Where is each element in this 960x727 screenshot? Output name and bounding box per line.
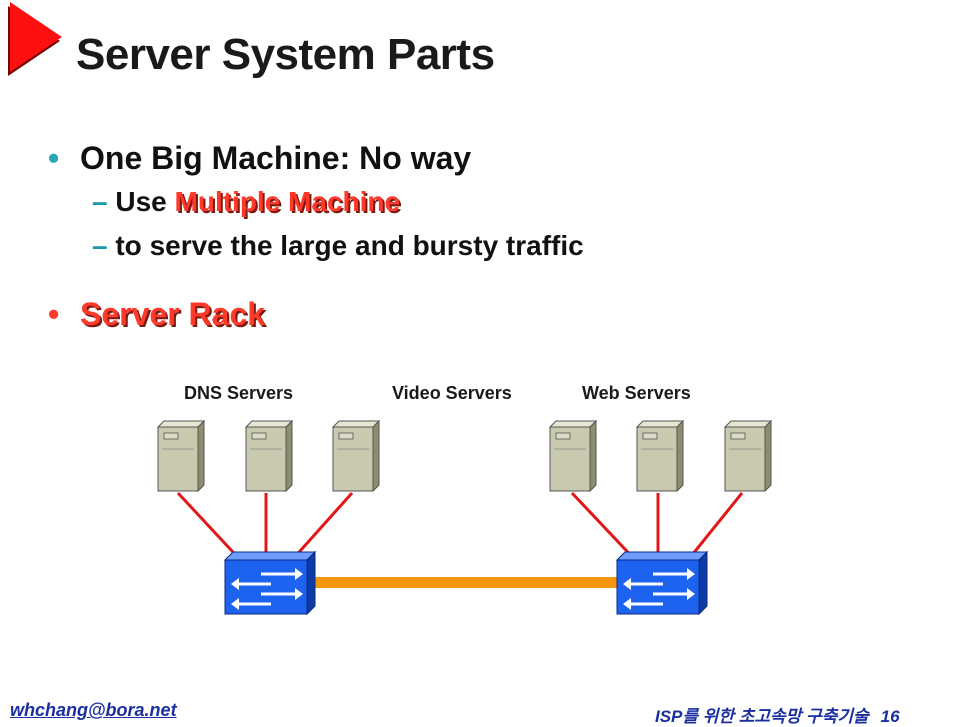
link-line [686, 492, 744, 561]
sub-bullet-item: – Use Multiple Machine [92, 186, 400, 218]
link-line [290, 491, 354, 562]
server-tower-icon [549, 420, 597, 492]
sub-bullet-dash: – [92, 186, 108, 217]
trunk-link [310, 577, 622, 588]
network-switch-icon [615, 550, 709, 616]
sub-bullet-prefix: Use [115, 186, 175, 217]
server-tower-icon [332, 420, 380, 492]
video-servers-label: Video Servers [392, 383, 512, 403]
bullet-dot-icon: • [48, 140, 60, 176]
bullet-text: Server Rack [80, 296, 266, 332]
server-tower-icon [724, 420, 772, 492]
network-switch-icon [223, 550, 317, 616]
dns-servers-label: DNS Servers [184, 383, 294, 403]
sub-bullet-item: – to serve the large and bursty traffic [92, 230, 584, 262]
web-servers-label: Web Servers [582, 383, 691, 403]
server-tower-icon [636, 420, 684, 492]
server-tower-icon [245, 420, 293, 492]
footer-email-link[interactable]: whchang@bora.net [10, 700, 177, 720]
bullet-item: • One Big Machine: No way [48, 140, 472, 177]
slide-marker-icon [8, 2, 62, 76]
page-number: 16 [880, 707, 900, 726]
footer-course-title: ISP를 위한 초고속망 구축기술 16 [655, 702, 900, 727]
server-tower-icon [157, 420, 205, 492]
sub-bullet-dash: – [92, 230, 108, 261]
bullet-text: One Big Machine: No way [80, 140, 472, 176]
bullet-item: • Server Rack [48, 296, 266, 333]
bullet-dot-icon: • [48, 296, 60, 332]
footer-course-text: ISP를 위한 초고속망 구축기술 [655, 707, 869, 726]
sub-bullet-highlight: Multiple Machine [174, 186, 401, 217]
page-title: Server System Parts [76, 30, 495, 79]
sub-bullet-text: to serve the large and bursty traffic [115, 230, 584, 261]
